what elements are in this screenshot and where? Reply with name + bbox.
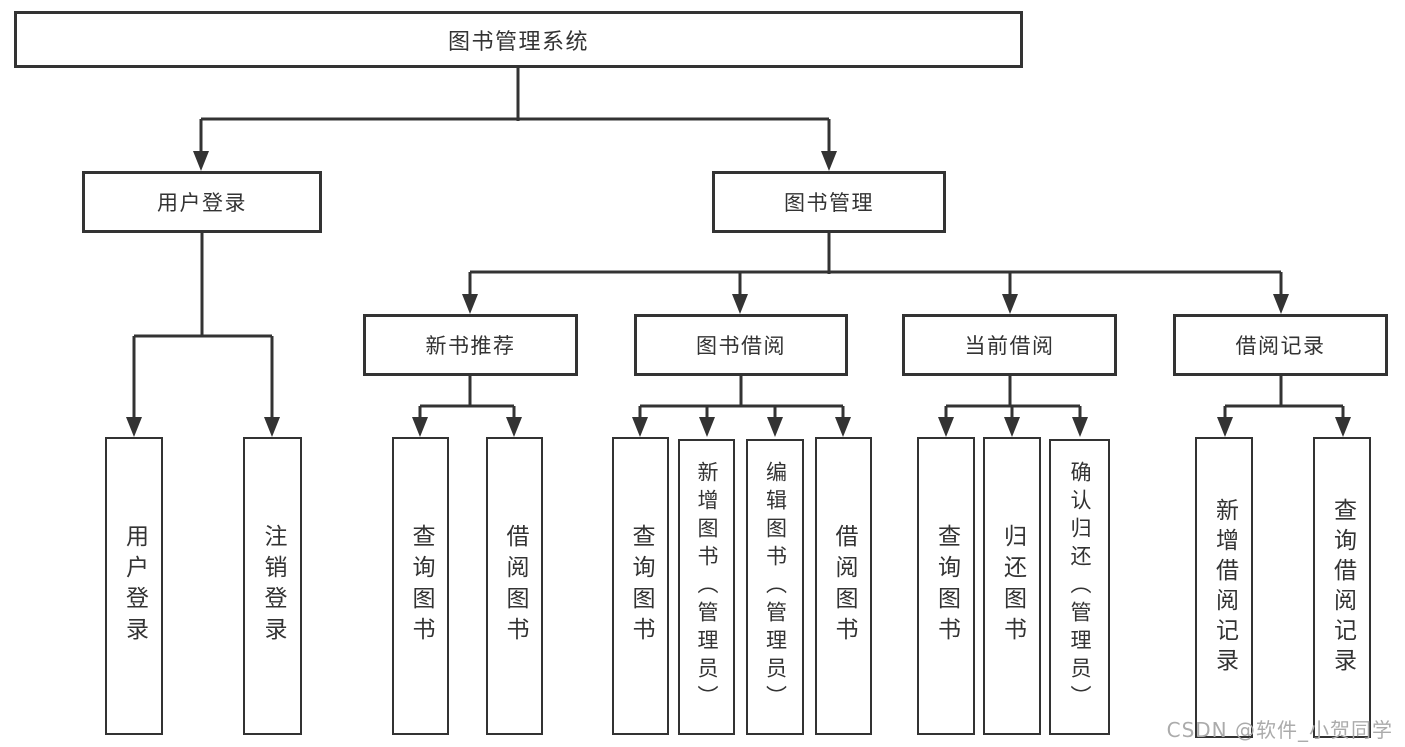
leaf-query-books-3: 查询图书 [917,437,975,735]
leaf-add-borrow-record-label: 新增借阅记录 [1211,497,1238,678]
leaf-borrow-books-2: 借阅图书 [815,437,872,735]
node-root-label: 图书管理系统 [447,29,589,55]
arrowhead-book-management [821,151,837,171]
arrowhead-leaf-add-books [699,417,715,437]
connector-book-management-children [468,233,1283,297]
leaf-add-books-admin: 新增图书（管理员） [678,439,735,735]
node-new-book-recommend-label: 新书推荐 [425,334,516,358]
arrowhead-leaf-return-books [1004,417,1020,437]
leaf-logout: 注销登录 [243,437,302,735]
leaf-borrow-books-1-label: 借阅图书 [502,524,528,648]
node-book-management-label: 图书管理 [784,191,874,215]
leaf-edit-books-admin-label: 编辑图书（管理员） [763,461,788,713]
arrowhead-leaf-borrow-books-2 [835,417,851,437]
leaf-query-books-2-label: 查询图书 [628,524,654,648]
leaf-add-borrow-record: 新增借阅记录 [1195,437,1253,738]
leaf-edit-books-admin: 编辑图书（管理员） [746,439,804,735]
node-current-borrowing-label: 当前借阅 [964,334,1055,358]
leaf-borrow-books-1: 借阅图书 [486,437,543,735]
node-borrowing-records-label: 借阅记录 [1235,334,1326,358]
leaf-query-borrow-record-label: 查询借阅记录 [1329,497,1356,678]
arrowhead-leaf-edit-books [767,417,783,437]
leaf-borrow-books-2-label: 借阅图书 [831,524,857,648]
leaf-confirm-return-admin: 确认归还（管理员） [1049,439,1110,735]
leaf-user-login: 用户登录 [105,437,163,735]
node-root: 图书管理系统 [14,11,1023,68]
leaf-confirm-return-admin-label: 确认归还（管理员） [1068,461,1092,713]
leaf-add-books-admin-label: 新增图书（管理员） [695,461,719,713]
arrowhead-leaf-add-record [1217,417,1233,437]
connector-borrowing-records-children [1223,376,1345,420]
arrowhead-leaf-query-record [1335,417,1351,437]
arrowhead-leaf-user-login [126,417,142,437]
node-new-book-recommend: 新书推荐 [363,314,578,376]
leaf-query-books-1: 查询图书 [392,437,449,735]
leaf-query-books-2: 查询图书 [612,437,669,735]
leaf-query-borrow-record: 查询借阅记录 [1313,437,1371,738]
leaf-query-books-1-label: 查询图书 [408,524,434,648]
node-book-borrowing-label: 图书借阅 [696,334,786,358]
arrowhead-leaf-query-books-3 [938,417,954,437]
leaf-user-login-label: 用户登录 [121,524,148,648]
arrowhead-borrowing-records [1273,294,1289,314]
node-user-login-label: 用户登录 [157,191,247,215]
arrowhead-book-borrowing [732,294,748,314]
watermark-text: CSDN @软件_小贺同学 [1166,718,1393,742]
connector-book-borrowing-children [638,376,845,420]
arrowhead-leaf-confirm-return [1072,417,1088,437]
arrowhead-current-borrowing [1002,294,1018,314]
leaf-return-books: 归还图书 [983,437,1041,735]
arrowhead-leaf-query-books-1 [412,417,428,437]
leaf-logout-label: 注销登录 [260,524,286,648]
arrowhead-new-book-recommend [462,294,478,314]
arrowhead-leaf-query-books-2 [632,417,648,437]
node-current-borrowing: 当前借阅 [902,314,1117,376]
connector-current-borrowing-children [944,376,1082,420]
connector-new-book-children [418,376,516,420]
arrowhead-leaf-logout [264,417,280,437]
leaf-query-books-3-label: 查询图书 [933,524,960,648]
arrowhead-leaf-borrow-books-1 [506,417,522,437]
node-user-login: 用户登录 [82,171,322,233]
leaf-return-books-label: 归还图书 [999,524,1026,648]
node-book-management: 图书管理 [712,171,946,233]
connector-root-to-level2 [199,68,831,153]
arrowhead-user-login [193,151,209,171]
node-book-borrowing: 图书借阅 [634,314,848,376]
node-borrowing-records: 借阅记录 [1173,314,1388,376]
connector-user-login-children [132,233,274,420]
